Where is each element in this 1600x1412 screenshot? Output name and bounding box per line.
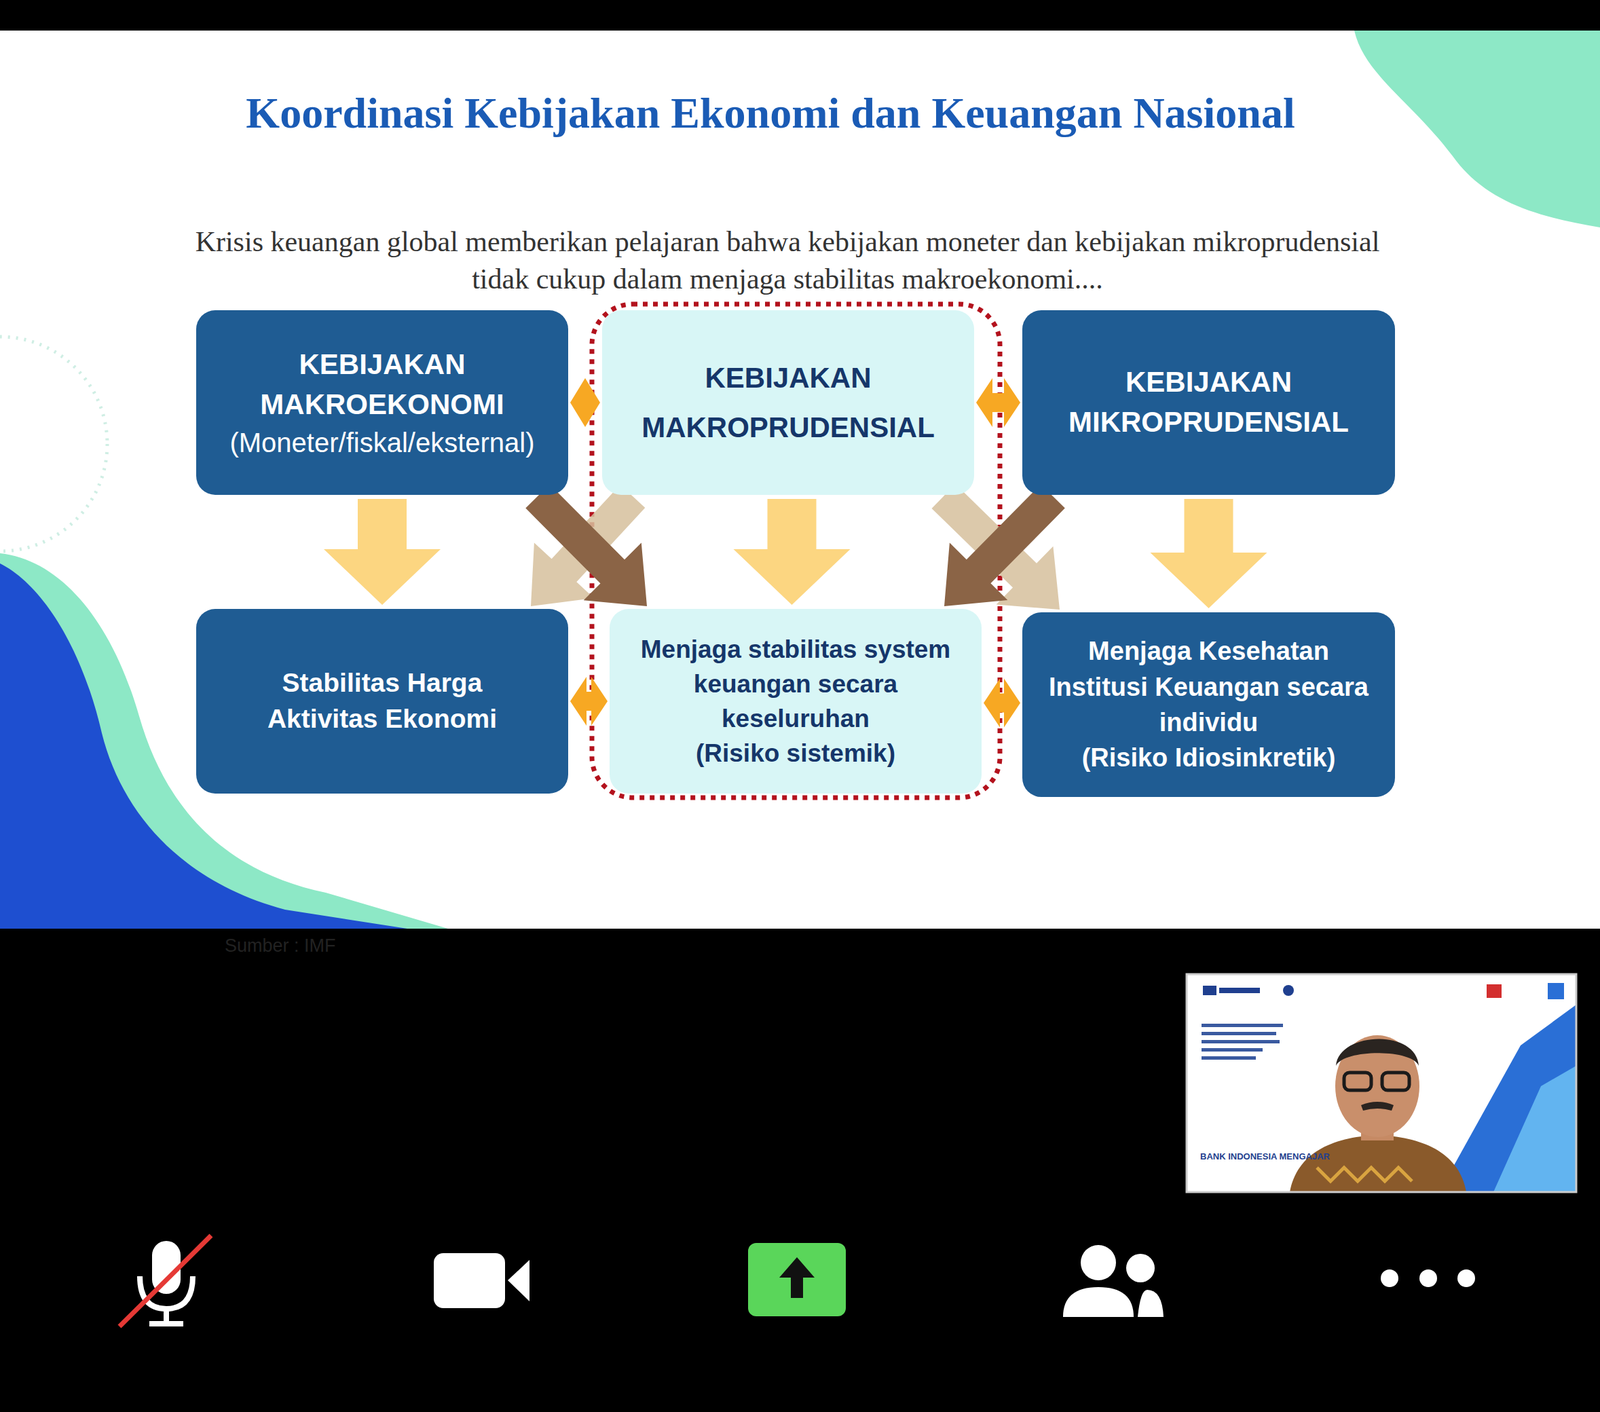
down-arrow [323,498,441,605]
person-head [1335,1035,1420,1138]
share-icon [748,1242,846,1317]
down-arrow [1150,498,1268,609]
double-arrow [983,678,1021,728]
thumb-text-line [1201,1023,1283,1028]
mic-icon [119,1235,212,1327]
box-text: Stabilitas Harga Aktivitas Ekonomi [239,665,525,737]
double-arrow [570,378,601,427]
batik-pattern [1316,1167,1412,1182]
connector-group [323,498,1268,609]
person-head-icon [1126,1253,1155,1283]
double-arrow [570,676,608,726]
teal-blob [1354,30,1600,228]
dotted-frame [591,304,1000,798]
camera-lens [507,1259,530,1302]
thumb-ground [1186,974,1577,1193]
person-body-icon [1137,1289,1164,1317]
box-subtext: (Risiko Idiosinkretik) [1082,739,1336,776]
policy-box: Menjaga Kesehatan Institusi Keuangan sec… [1022,612,1395,797]
down-arrow [733,498,851,605]
policy-box: KEBIJAKAN MIKROPRUDENSIAL [1022,310,1395,495]
thumb-stripe [1439,1004,1577,1193]
diagonal-arrow-dark [944,484,1066,607]
diagonal-arrow-dark [525,484,647,607]
more-icon [1380,1269,1476,1288]
macroprudential-box: Menjaga stabilitas system keuangan secar… [609,608,982,794]
box-text: KEBIJAKAN MAKROEKONOMI [204,344,561,425]
share-button [748,1242,846,1317]
box-subtext: (Risiko sistemik) [695,735,896,771]
participants-icon [1063,1244,1164,1317]
box-text: Menjaga Kesehatan Institusi Keuangan sec… [1035,633,1383,740]
thumb-text-line [1201,1056,1256,1060]
thumb-logo [1282,984,1294,996]
thumb-text-line [1201,1031,1277,1036]
dot [1419,1269,1438,1288]
policy-box: KEBIJAKAN MAKROEKONOMI(Moneter/fiskal/ek… [196,310,569,495]
person-glasses [1344,1072,1372,1091]
subtitle: Krisis keuangan global memberikan pelaja… [176,223,1399,298]
thumb-logo [1202,985,1217,996]
thumb-text-line [1201,1048,1263,1052]
share-arrow [779,1257,815,1298]
camera-body [433,1253,506,1309]
box-subtext: (Moneter/fiskal/eksternal) [229,424,535,461]
mute-slash [119,1235,212,1327]
mic-stand [163,1308,170,1323]
thumb-logo [1486,984,1502,998]
thumb-stripe [1493,1065,1577,1193]
source-note: Sumber : IMF [224,935,497,957]
person-glasses [1382,1072,1410,1091]
video-icon [433,1253,530,1309]
box-text: KEBIJAKAN MIKROPRUDENSIAL [1030,362,1387,443]
dot [1380,1269,1399,1288]
slide-title: Koordinasi Kebijakan Ekonomi dan Keuanga… [27,88,1514,139]
double-arrow [976,378,1021,427]
thumb-border [1186,974,1577,1193]
video-thumbnail [1186,974,1577,1193]
box-text: KEBIJAKAN MAKROPRUDENSIAL [610,352,966,453]
person-moustache [1361,1101,1394,1111]
policy-box: Stabilitas Harga Aktivitas Ekonomi [196,608,569,794]
thumb-logo [1219,987,1260,994]
thumb-logo [1547,982,1565,1000]
thumb-caption: BANK INDONESIA MENGAJAR [1200,1151,1404,1162]
person-shirt [1289,1135,1467,1193]
person-hair [1335,1039,1419,1066]
macroprudential-box: KEBIJAKAN MAKROPRUDENSIAL [602,310,975,495]
person-body-icon [1063,1287,1134,1317]
thumb-text-line [1201,1039,1280,1044]
box-text: Menjaga stabilitas system keuangan secar… [625,631,966,736]
connector-group [525,484,1066,607]
dot [1457,1269,1476,1288]
person-head-icon [1080,1244,1116,1281]
mic-base [149,1321,184,1327]
dotted-circle [0,336,108,552]
slide-ground [0,30,1600,929]
